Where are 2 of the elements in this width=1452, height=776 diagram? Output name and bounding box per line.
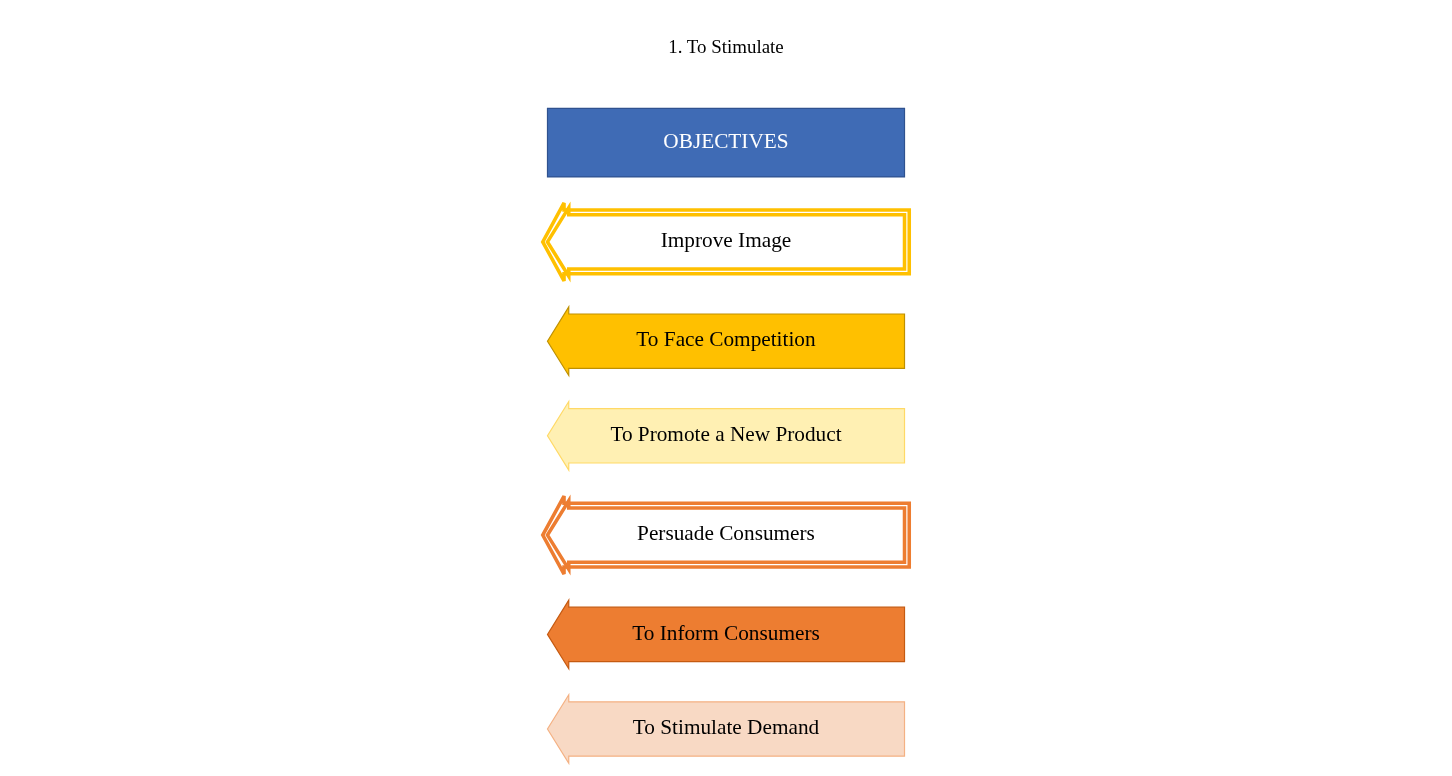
label: 1. To Stimulate (668, 35, 784, 57)
node-box: OBJECTIVES (546, 107, 906, 177)
